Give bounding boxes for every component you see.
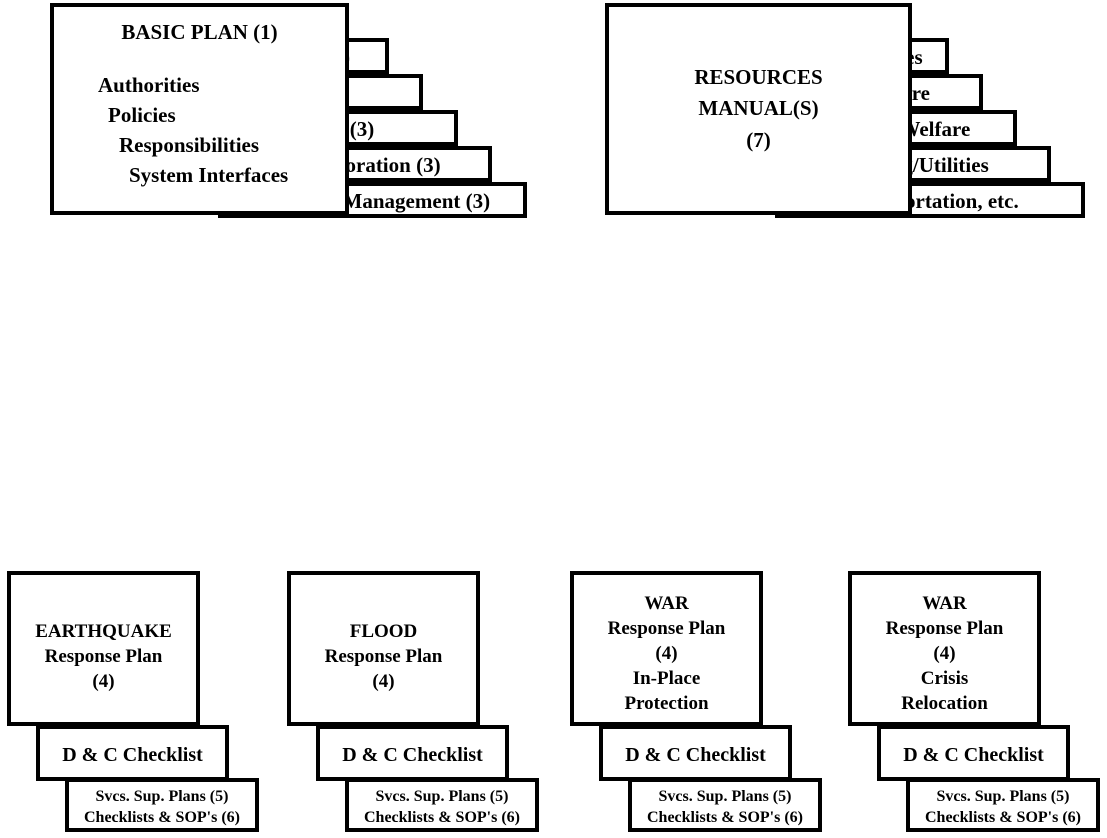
earthquake-main-card[interactable]: EARTHQUAKE Response Plan (4) (7, 571, 200, 726)
war-crisis-main-line: Crisis (920, 668, 969, 689)
war-crisis-main-line: (4) (933, 643, 956, 664)
war-in-place-main-card[interactable]: WAR Response Plan (4) In-Place Protectio… (570, 571, 763, 726)
war-crisis-main-card[interactable]: WAR Response Plan (4) Crisis Relocation (848, 571, 1041, 726)
war-crisis-main-line: Relocation (901, 693, 988, 714)
basic-plan-main-card[interactable]: BASIC PLAN (1) Authorities Policies Resp… (50, 3, 349, 215)
war-in-place-checklist-card[interactable]: D & C Checklist (599, 725, 792, 781)
war-in-place-checklist-label: D & C Checklist (625, 744, 766, 766)
war-in-place-support-line1: Svcs. Sup. Plans (5) (658, 788, 792, 805)
war-crisis-main-line: WAR (922, 593, 967, 614)
resources-manual-main-card[interactable]: RESOURCES MANUAL(S) (7) (605, 3, 912, 215)
basic-plan-item-list: Authorities Policies Responsibilities Sy… (98, 70, 345, 190)
resources-manual-title-line3: (7) (746, 128, 771, 152)
resources-manual-title-line2: MANUAL(S) (698, 96, 819, 120)
war-in-place-main-line: In-Place (632, 668, 701, 689)
basic-plan-item: Responsibilities (119, 133, 260, 157)
war-crisis-support-line2: Checklists & SOP's (6) (925, 809, 1081, 826)
flood-main-line: Response Plan (324, 646, 443, 667)
flood-checklist-label: D & C Checklist (342, 744, 483, 766)
war-in-place-support-card[interactable]: Svcs. Sup. Plans (5) Checklists & SOP's … (628, 778, 822, 832)
flood-main-line: (4) (372, 671, 395, 692)
war-in-place-support-line2: Checklists & SOP's (6) (647, 809, 803, 826)
earthquake-checklist-card[interactable]: D & C Checklist (36, 725, 229, 781)
flood-support-line1: Svcs. Sup. Plans (5) (375, 788, 509, 805)
earthquake-main-line: Response Plan (44, 646, 163, 667)
flood-main-line: FLOOD (349, 621, 418, 642)
earthquake-checklist-label: D & C Checklist (62, 744, 203, 766)
war-in-place-main-line: WAR (644, 593, 689, 614)
earthquake-main-line: (4) (92, 671, 115, 692)
war-in-place-main-line: Protection (624, 693, 709, 714)
war-in-place-main-line: Response Plan (607, 618, 726, 639)
war-crisis-checklist-label: D & C Checklist (903, 744, 1044, 766)
flood-checklist-card[interactable]: D & C Checklist (316, 725, 509, 781)
war-crisis-checklist-card[interactable]: D & C Checklist (877, 725, 1070, 781)
war-in-place-main-line: (4) (655, 643, 678, 664)
war-crisis-support-card[interactable]: Svcs. Sup. Plans (5) Checklists & SOP's … (906, 778, 1100, 832)
resources-manual-title-line1: RESOURCES (694, 65, 823, 89)
flood-main-card[interactable]: FLOOD Response Plan (4) (287, 571, 480, 726)
flood-support-line2: Checklists & SOP's (6) (364, 809, 520, 826)
flood-support-card[interactable]: Svcs. Sup. Plans (5) Checklists & SOP's … (345, 778, 539, 832)
war-crisis-main-line: Response Plan (885, 618, 1004, 639)
earthquake-support-line2: Checklists & SOP's (6) (84, 809, 240, 826)
earthquake-main-line: EARTHQUAKE (35, 621, 172, 642)
basic-plan-item: System Interfaces (129, 163, 289, 187)
basic-plan-item: Policies (108, 103, 176, 127)
basic-plan-title: BASIC PLAN (1) (121, 20, 278, 44)
earthquake-support-line1: Svcs. Sup. Plans (5) (95, 788, 229, 805)
earthquake-support-card[interactable]: Svcs. Sup. Plans (5) Checklists & SOP's … (65, 778, 259, 832)
war-crisis-support-line1: Svcs. Sup. Plans (5) (936, 788, 1070, 805)
basic-plan-item: Authorities (98, 73, 200, 97)
